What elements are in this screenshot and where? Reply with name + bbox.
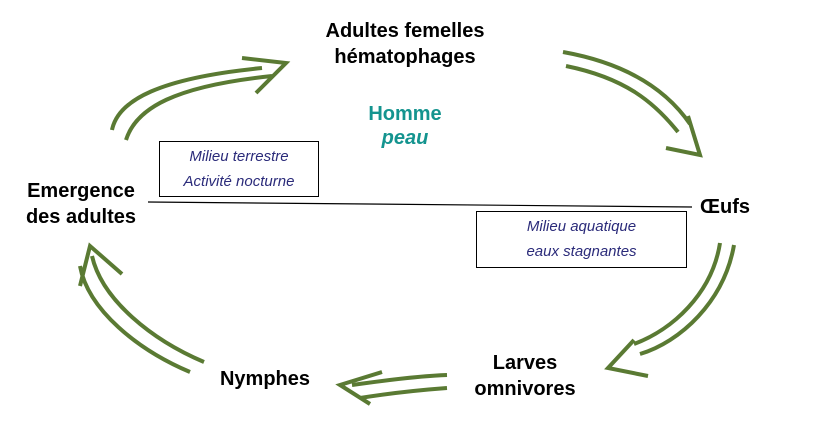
- environment-terrestrial-line-1: Milieu terrestre: [189, 148, 289, 165]
- arrow-larvae-to-nymphs: [335, 370, 448, 406]
- arrow-adults-to-eggs: [562, 50, 703, 158]
- stage-emergence-line-1: Emergence: [27, 180, 135, 202]
- environment-aquatic-line-2: eaux stagnantes: [526, 243, 637, 260]
- environment-box-terrestrial: Milieu terrestre Activité nocturne: [159, 141, 319, 197]
- stage-label-nymphs: Nymphes: [205, 366, 325, 392]
- environment-terrestrial-line-2: Activité nocturne: [183, 173, 295, 190]
- environment-aquatic-line-1: Milieu aquatique: [526, 218, 637, 235]
- stage-adults-line-1: Adultes femelles: [325, 20, 485, 42]
- stage-emergence-line-2: des adultes: [25, 206, 137, 228]
- stage-label-eggs: Œufs: [690, 194, 760, 220]
- stage-larvae-line-1: Larves: [492, 352, 558, 374]
- stage-label-adults: Adultes femelles hématophages: [300, 18, 510, 70]
- environment-box-aquatic: Milieu aquatique eaux stagnantes: [476, 211, 687, 268]
- arrow-nymphs-to-emergence: [78, 242, 205, 374]
- divider-line: [147, 201, 693, 208]
- stage-eggs-line-1: Œufs: [700, 196, 750, 218]
- arrow-emergence-to-adults: [110, 56, 291, 141]
- arrow-eggs-to-larvae: [604, 242, 736, 378]
- host-label-line-2: peau: [381, 127, 429, 149]
- host-label-line-1: Homme: [368, 103, 442, 125]
- stage-adults-line-2: hématophages: [334, 46, 476, 68]
- host-label: Homme peau: [340, 102, 470, 150]
- stage-label-emergence: Emergence des adultes: [8, 178, 154, 230]
- stage-nymphs-line-1: Nymphes: [219, 368, 311, 390]
- stage-larvae-line-2: omnivores: [474, 378, 576, 400]
- stage-label-larvae: Larves omnivores: [455, 350, 595, 402]
